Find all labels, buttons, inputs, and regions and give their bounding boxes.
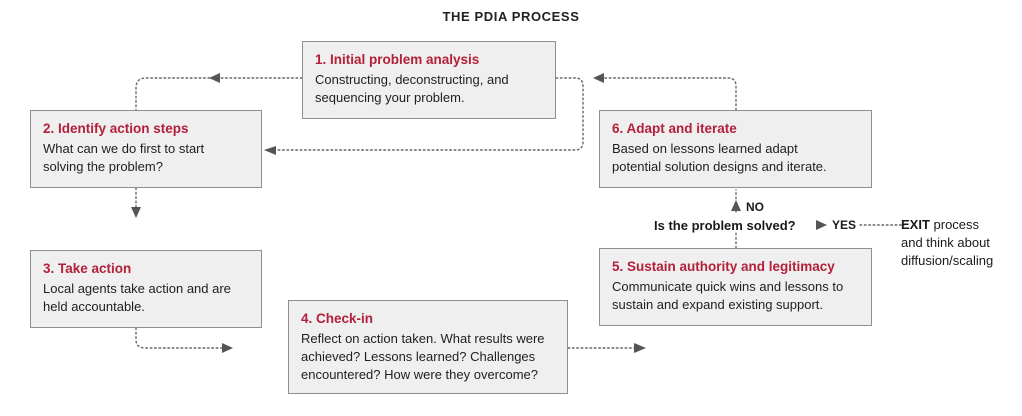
decision-yes-label: YES [832, 218, 857, 232]
connector-3-to-4 [135, 327, 223, 349]
arrowhead-to-box3 [131, 207, 141, 218]
step-title-6: 6. Adapt and iterate [612, 121, 737, 136]
step-body-1: Constructing, deconstructing, and sequen… [315, 71, 543, 107]
step-1-line-2: sequencing your problem. [315, 90, 465, 105]
step-4-line-3: encountered? How were they overcome? [301, 367, 539, 382]
step-5-line-1: Communicate quick wins and lessons to [612, 279, 844, 294]
step-body-4: Reflect on action taken. What results we… [301, 330, 555, 384]
diagram-title: THE PDIA PROCESS [442, 9, 580, 24]
exit-rest: process [929, 217, 980, 232]
step-box-2: 2. Identify action steps What can we do … [30, 110, 262, 188]
arrowhead-to-box4 [222, 343, 233, 353]
step-2-line-2: solving the problem? [43, 159, 163, 174]
arrowhead-to-box2-top [209, 73, 220, 83]
connector-1-to-2 [135, 77, 303, 111]
exit-text: EXIT process and think about diffusion/s… [901, 216, 993, 270]
step-6-line-1: Based on lessons learned adapt [612, 141, 798, 156]
arrowhead-to-box5 [634, 343, 646, 353]
step-body-3: Local agents take action and are held ac… [43, 280, 249, 316]
exit-line-1: EXIT process [901, 216, 993, 234]
arrowhead-no [731, 200, 741, 211]
exit-line-2: and think about [901, 235, 990, 250]
step-4-line-2: achieved? Lessons learned? Challenges [301, 349, 536, 364]
step-title-4: 4. Check-in [301, 311, 374, 326]
step-6-line-2: potential solution designs and iterate. [612, 159, 827, 174]
step-body-5: Communicate quick wins and lessons to su… [612, 278, 859, 314]
arrowhead-to-box2-right [264, 146, 276, 155]
exit-word: EXIT [901, 217, 930, 232]
step-4-line-1: Reflect on action taken. What results we… [301, 331, 545, 346]
step-body-2: What can we do first to start solving th… [43, 140, 249, 176]
connector-1-to-2-return [275, 77, 584, 151]
exit-line-3: diffusion/scaling [901, 253, 994, 268]
decision-question: Is the problem solved? [654, 218, 796, 233]
step-title-5: 5. Sustain authority and legitimacy [612, 259, 835, 274]
step-title-1: 1. Initial problem analysis [315, 52, 480, 67]
step-box-6: 6. Adapt and iterate Based on lessons le… [599, 110, 872, 188]
step-box-5: 5. Sustain authority and legitimacy Comm… [599, 248, 872, 326]
step-2-line-1: What can we do first to start [43, 141, 205, 156]
step-box-1: 1. Initial problem analysis Constructing… [302, 41, 556, 119]
arrowhead-to-box1-right [593, 73, 604, 83]
step-title-3: 3. Take action [43, 261, 132, 276]
step-body-6: Based on lessons learned adapt potential… [612, 140, 859, 176]
step-3-line-1: Local agents take action and are [43, 281, 231, 296]
step-3-line-2: held accountable. [43, 299, 145, 314]
step-1-line-1: Constructing, deconstructing, and [315, 72, 509, 87]
step-5-line-2: sustain and expand existing support. [612, 297, 824, 312]
step-box-4: 4. Check-in Reflect on action taken. Wha… [288, 300, 568, 394]
decision-no-label: NO [746, 200, 764, 214]
connector-6-to-1 [603, 77, 737, 111]
arrowhead-yes [816, 220, 827, 230]
step-box-3: 3. Take action Local agents take action … [30, 250, 262, 328]
step-title-2: 2. Identify action steps [43, 121, 189, 136]
